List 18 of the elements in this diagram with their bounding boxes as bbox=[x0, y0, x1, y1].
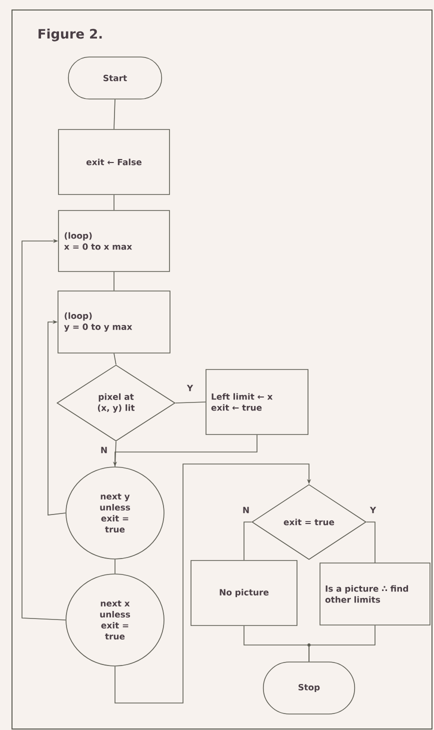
process-box: No picture bbox=[190, 560, 298, 626]
process-box: exit ← False bbox=[58, 129, 170, 195]
connector bbox=[114, 441, 116, 467]
connector bbox=[114, 559, 116, 574]
connector bbox=[22, 238, 66, 620]
process-box: Is a picture ∴ find other limits bbox=[320, 562, 430, 626]
connector bbox=[114, 464, 312, 704]
connector bbox=[114, 99, 116, 130]
connector bbox=[244, 522, 252, 560]
connector bbox=[114, 353, 116, 365]
connector bbox=[366, 522, 376, 564]
figure-title: Figure 2. bbox=[38, 28, 102, 42]
process-box: Left limit ← x exit ← true bbox=[206, 369, 308, 435]
process-box: (loop) y = 0 to y max bbox=[58, 290, 170, 354]
connector bbox=[48, 320, 66, 516]
process-box: (loop) x = 0 to x max bbox=[58, 210, 170, 272]
connector bbox=[175, 402, 206, 404]
connector bbox=[308, 625, 376, 662]
